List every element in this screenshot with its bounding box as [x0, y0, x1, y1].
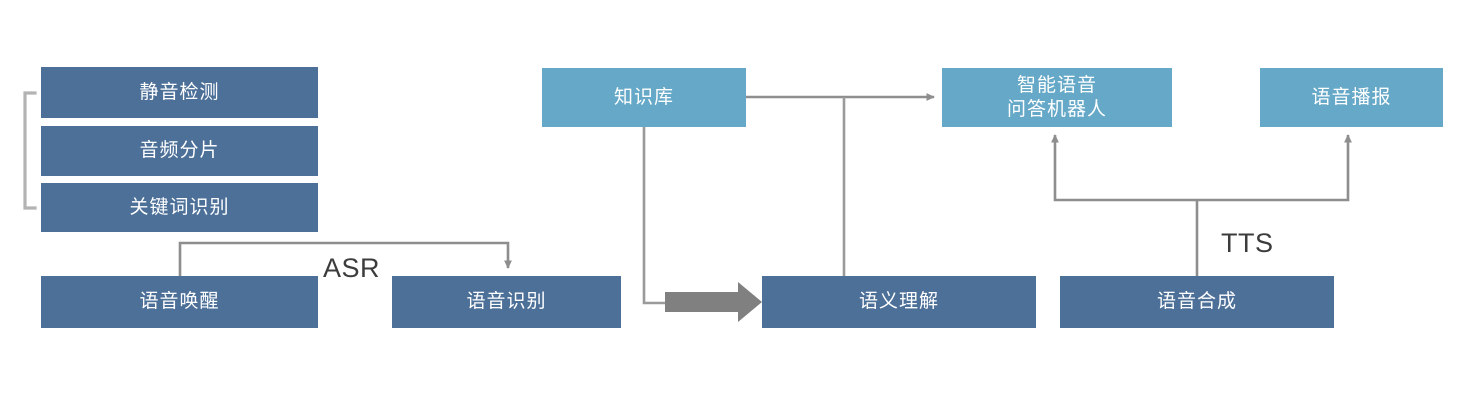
node-semantic-understanding[interactable]: 语义理解: [762, 276, 1036, 328]
edge-kb-to-nlu-stem: [642, 127, 672, 305]
node-audio-segmentation[interactable]: 音频分片: [41, 126, 318, 176]
edge-label-tts: TTS: [1221, 228, 1274, 258]
node-knowledge-base[interactable]: 知识库: [542, 68, 746, 127]
edge-label-asr: ASR: [323, 253, 381, 283]
edge-tts-to-robot: [1051, 134, 1197, 202]
grouping-bracket: [23, 91, 37, 210]
node-voice-broadcast[interactable]: 语音播报: [1260, 68, 1443, 127]
block-arrow-into-nlu: [665, 282, 762, 322]
node-speech-recognition[interactable]: 语音识别: [392, 276, 621, 328]
node-voice-wakeup[interactable]: 语音唤醒: [41, 276, 318, 328]
node-keyword-spotting[interactable]: 关键词识别: [41, 183, 318, 232]
edge-tts-to-broadcast: [1197, 134, 1352, 202]
node-qa-robot[interactable]: 智能语音 问答机器人: [942, 68, 1172, 127]
node-silence-detection[interactable]: 静音检测: [41, 67, 318, 118]
node-speech-synthesis[interactable]: 语音合成: [1060, 276, 1334, 328]
